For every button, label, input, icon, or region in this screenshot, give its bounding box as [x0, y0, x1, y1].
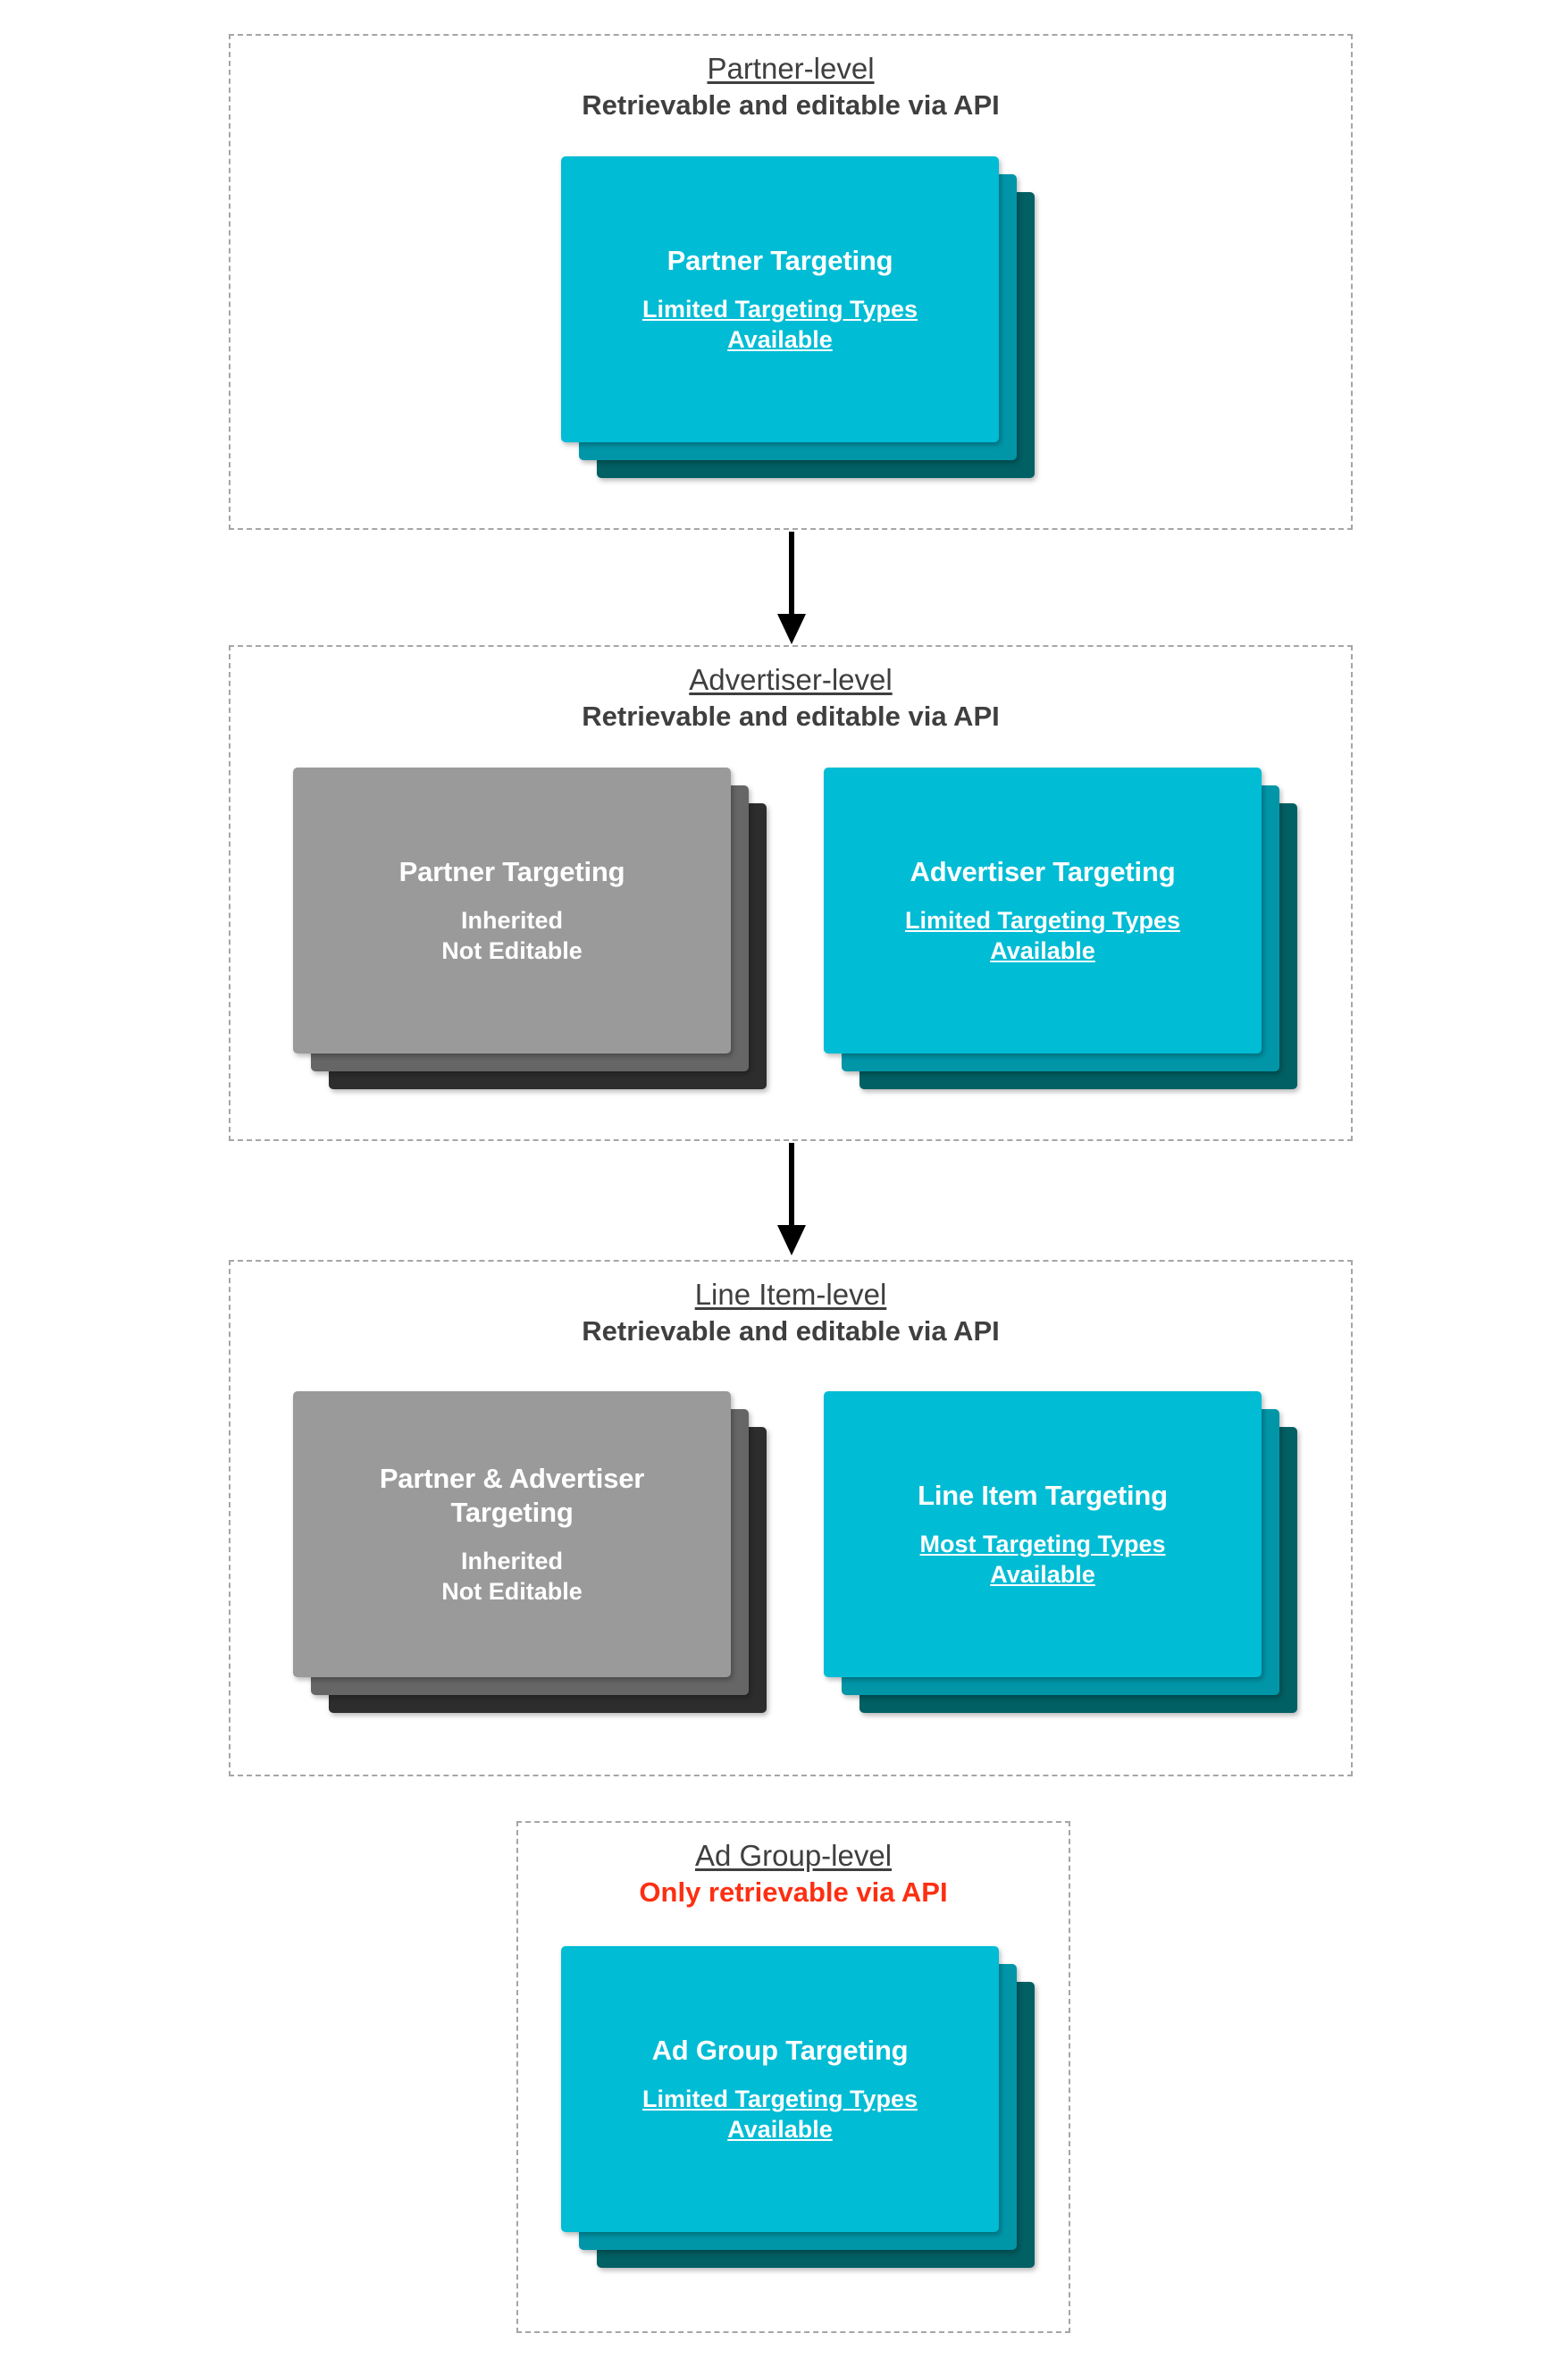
- card-subtext-line1: Inherited: [460, 907, 563, 935]
- card-subtext: Most Targeting Types Available: [919, 1530, 1165, 1590]
- card-subtext-line1: Limited Targeting Types: [641, 2086, 918, 2113]
- level-box-partner: Partner-level Retrievable and editable v…: [229, 34, 1353, 530]
- level-header-partner: Partner-level Retrievable and editable v…: [231, 51, 1351, 122]
- connector-partner-to-advertiser: [777, 532, 806, 644]
- card-stack-partner-targeting: Partner Targeting Limited Targeting Type…: [561, 156, 1035, 496]
- card-stack-line-item-targeting: Line Item Targeting Most Targeting Types…: [824, 1391, 1297, 1731]
- card-title: Partner & Advertiser Targeting: [379, 1462, 645, 1528]
- card-subtext-line2: Available: [727, 2115, 833, 2143]
- level-box-advertiser: Advertiser-level Retrievable and editabl…: [229, 645, 1353, 1141]
- level-header-line-item: Line Item-level Retrievable and editable…: [231, 1277, 1351, 1348]
- card-subtext: Limited Targeting Types Available: [642, 295, 918, 355]
- level-box-ad-group: Ad Group-level Only retrievable via API …: [516, 1821, 1070, 2333]
- card-subtext-line2: Available: [990, 1560, 1095, 1588]
- card-subtext-line2: Available: [727, 325, 833, 353]
- card-subtext-line2: Not Editable: [441, 936, 583, 964]
- card-title: Partner Targeting: [667, 244, 893, 276]
- card-subtext-line1: Most Targeting Types: [919, 1531, 1166, 1558]
- card-inherited-partner-targeting[interactable]: Partner Targeting Inherited Not Editable: [293, 768, 731, 1053]
- card-title: Line Item Targeting: [918, 1479, 1168, 1511]
- card-partner-targeting[interactable]: Partner Targeting Limited Targeting Type…: [561, 156, 999, 442]
- level-subtitle-partner: Retrievable and editable via API: [582, 89, 1000, 122]
- card-subtext-line2: Not Editable: [441, 1577, 583, 1605]
- card-inherited-partner-advertiser-targeting[interactable]: Partner & Advertiser Targeting Inherited…: [293, 1391, 731, 1677]
- card-stack-ad-group-targeting: Ad Group Targeting Limited Targeting Typ…: [561, 1946, 1035, 2286]
- card-title: Partner Targeting: [398, 855, 625, 887]
- level-title-ad-group: Ad Group-level: [694, 1839, 893, 1872]
- connector-advertiser-to-line-item: [777, 1143, 806, 1255]
- card-subtext: Limited Targeting Types Available: [905, 906, 1180, 966]
- level-header-ad-group: Ad Group-level Only retrievable via API: [518, 1838, 1069, 1910]
- card-ad-group-targeting[interactable]: Ad Group Targeting Limited Targeting Typ…: [561, 1946, 999, 2232]
- card-subtext: Inherited Not Editable: [441, 906, 583, 966]
- level-title-line-item: Line Item-level: [694, 1278, 887, 1311]
- card-subtext-line1: Limited Targeting Types: [641, 296, 918, 323]
- card-stack-inherited-partner-advertiser-targeting: Partner & Advertiser Targeting Inherited…: [293, 1391, 767, 1731]
- card-stack-inherited-partner-targeting: Partner Targeting Inherited Not Editable: [293, 768, 767, 1107]
- level-subtitle-ad-group: Only retrievable via API: [639, 1876, 948, 1909]
- card-stack-advertiser-targeting: Advertiser Targeting Limited Targeting T…: [824, 768, 1297, 1107]
- level-box-line-item: Line Item-level Retrievable and editable…: [229, 1260, 1353, 1776]
- card-subtext-line1: Limited Targeting Types: [904, 907, 1181, 935]
- card-subtext: Inherited Not Editable: [441, 1547, 583, 1607]
- card-line-item-targeting[interactable]: Line Item Targeting Most Targeting Types…: [824, 1391, 1262, 1677]
- card-subtext-line1: Inherited: [460, 1548, 563, 1575]
- card-subtext-line2: Available: [990, 936, 1095, 964]
- level-header-advertiser: Advertiser-level Retrievable and editabl…: [231, 662, 1351, 734]
- card-subtext: Limited Targeting Types Available: [642, 2085, 918, 2145]
- level-title-partner: Partner-level: [707, 52, 875, 85]
- card-title: Advertiser Targeting: [910, 855, 1176, 887]
- card-advertiser-targeting[interactable]: Advertiser Targeting Limited Targeting T…: [824, 768, 1262, 1053]
- level-title-advertiser: Advertiser-level: [689, 663, 893, 696]
- level-subtitle-line-item: Retrievable and editable via API: [582, 1315, 1000, 1347]
- card-title: Ad Group Targeting: [651, 2034, 909, 2066]
- level-subtitle-advertiser: Retrievable and editable via API: [582, 701, 1000, 733]
